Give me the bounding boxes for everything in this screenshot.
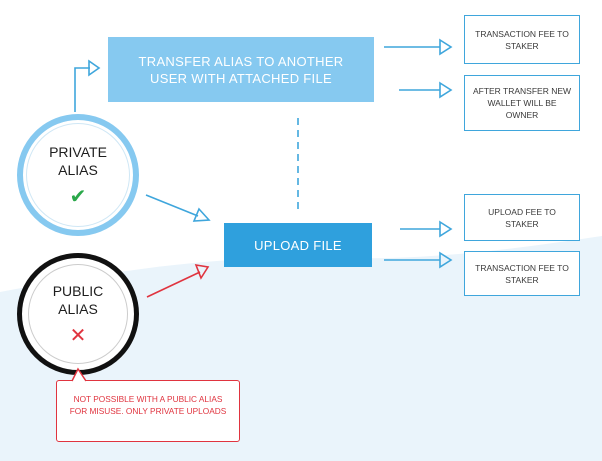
check-icon: ✔ (69, 184, 87, 208)
arrowhead-upload-tx-fee (439, 251, 453, 269)
upload-transaction-fee-box: TRANSACTION FEE TO STAKER (464, 251, 580, 296)
transfer-alias-box: TRANSFER ALIAS TO ANOTHER USER WITH ATTA… (108, 37, 374, 102)
arrowhead-after-transfer (439, 81, 453, 99)
public-upload-warning: NOT POSSIBLE WITH A PUBLIC ALIAS FOR MIS… (56, 380, 240, 442)
private-alias-label: PRIVATE ALIAS (49, 144, 107, 178)
upload-fee-box: UPLOAD FEE TO STAKER (464, 194, 580, 241)
public-alias-label: PUBLIC ALIAS (52, 283, 104, 317)
private-alias-circle: PRIVATE ALIAS ✔ (17, 114, 139, 236)
arrowhead-upload-fee (439, 220, 453, 238)
connector-private-to-transfer (74, 67, 90, 112)
arrowhead-transfer-fee (439, 38, 453, 56)
arrowhead-public-upload (194, 263, 210, 280)
warning-text: NOT POSSIBLE WITH A PUBLIC ALIAS FOR MIS… (69, 394, 227, 416)
connector-public-to-upload (146, 271, 201, 298)
arrowhead-transfer (88, 59, 101, 77)
upload-file-box: UPLOAD FILE (224, 223, 372, 267)
upload-transaction-fee-label: TRANSACTION FEE TO STAKER (475, 262, 569, 285)
connector-private-to-upload (145, 194, 199, 217)
transaction-fee-label: TRANSACTION FEE TO STAKER (475, 28, 569, 51)
transfer-alias-label: TRANSFER ALIAS TO ANOTHER USER WITH ATTA… (138, 53, 344, 86)
after-transfer-label: AFTER TRANSFER NEW WALLET WILL BE OWNER (472, 86, 572, 120)
after-transfer-box: AFTER TRANSFER NEW WALLET WILL BE OWNER (464, 75, 580, 131)
upload-fee-label: UPLOAD FEE TO STAKER (488, 206, 556, 229)
upload-file-label: UPLOAD FILE (254, 237, 342, 253)
arrowhead-private-upload (192, 207, 211, 222)
public-alias-circle: PUBLIC ALIAS ✕ (17, 253, 139, 375)
cross-icon: ✕ (69, 323, 87, 347)
transaction-fee-box: TRANSACTION FEE TO STAKER (464, 15, 580, 64)
